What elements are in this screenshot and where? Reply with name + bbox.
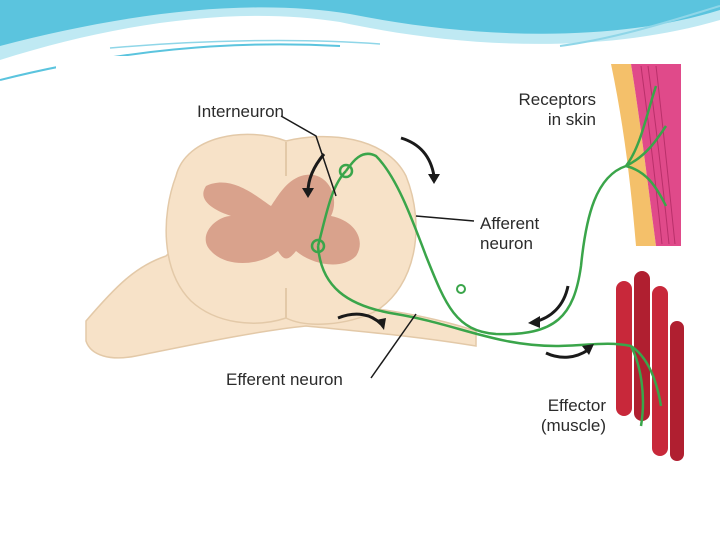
muscle-fiber-1	[616, 281, 632, 416]
ganglion-node	[456, 284, 466, 294]
skin-surface-lines	[640, 65, 676, 245]
effector-label: Effector (muscle)	[516, 396, 606, 436]
arrow-head-effector	[582, 344, 594, 355]
afferent-leader	[415, 215, 475, 222]
receptors-label-line-1: Receptors	[518, 90, 596, 109]
efferent-neuron-path	[316, 245, 632, 348]
spinal-cord-cross-section	[85, 133, 477, 359]
efferent-label: Efferent neuron	[226, 370, 376, 390]
efferent-label-text: Efferent neuron	[226, 370, 343, 389]
afferent-neuron-path	[344, 152, 627, 336]
arrow-head-afferent	[528, 316, 540, 328]
efferent-cell-body	[310, 238, 326, 254]
interneuron-label-text: Interneuron	[197, 102, 284, 121]
header-wave-line-1	[0, 43, 341, 81]
effector-label-line-1: Effector	[547, 396, 606, 415]
afferent-label-line-1: Afferent	[480, 214, 540, 233]
header-wave-line-3	[559, 5, 720, 47]
muscle-fiber-4	[670, 321, 684, 461]
effector-label-line-2: (muscle)	[540, 416, 606, 435]
arrow-head-into-cord	[302, 188, 314, 198]
interneuron-synapse	[338, 163, 354, 179]
afferent-label: Afferent neuron	[480, 214, 570, 254]
neural-pathway	[316, 85, 668, 427]
efferent-leader	[370, 313, 417, 379]
leader-lines	[280, 115, 475, 379]
arrow-top-right	[400, 136, 436, 177]
muscle-fiber-3	[652, 286, 668, 456]
receptors-label-line-2: in skin	[547, 110, 596, 129]
arrow-heads	[302, 174, 594, 355]
slide-header-waves	[0, 0, 720, 81]
effector-muscle	[616, 271, 684, 461]
arrow-head-efferent	[376, 318, 386, 330]
afferent-label-line-2: neuron	[480, 234, 533, 253]
skin-dermis	[631, 64, 681, 246]
reflex-arc-diagram	[56, 56, 696, 486]
receptor-branches	[624, 85, 668, 207]
arrow-head-top-right	[428, 174, 440, 184]
header-wave-main	[0, 0, 720, 46]
receptors-label: Receptors in skin	[486, 90, 596, 130]
arrow-effector	[545, 348, 589, 359]
muscle-fiber-2	[634, 271, 650, 421]
header-wave-line-2	[109, 39, 381, 49]
interneuron-label: Interneuron	[160, 102, 284, 122]
interneuron-leader	[280, 115, 337, 197]
efferent-branches	[629, 344, 663, 427]
